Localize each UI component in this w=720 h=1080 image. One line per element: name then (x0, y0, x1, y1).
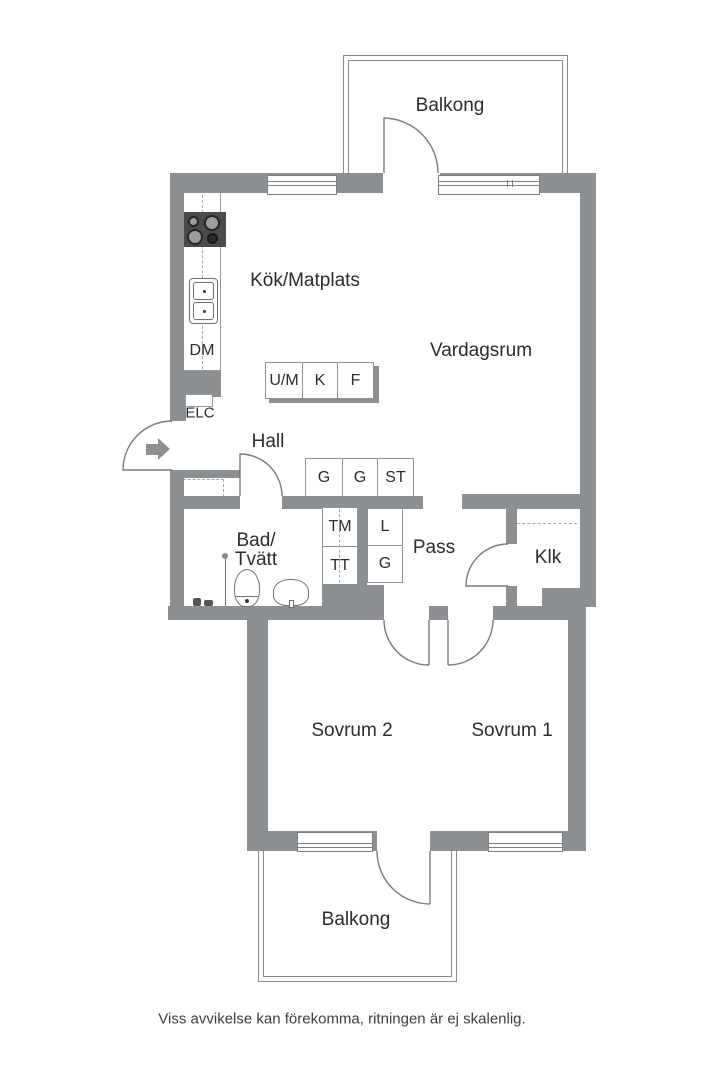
wall-klk-jamb-top (506, 509, 517, 544)
window-divider (507, 180, 513, 187)
cabinet-label: G (353, 468, 367, 486)
cabinet-wardrobe-1: G (305, 458, 343, 497)
electrical-cabinet-box (185, 394, 213, 407)
cabinet-wardrobe-3: G (367, 545, 403, 583)
window-glass-line (489, 847, 562, 848)
cabinet-dryer: TT (322, 546, 358, 585)
wall-laundry-strip (357, 496, 367, 588)
opening-balcony-door-bottom (377, 831, 430, 851)
label-electrical: ELC (185, 404, 215, 422)
toilet-seat-line (236, 596, 258, 597)
cabinet-fridge: K (302, 362, 338, 399)
burner-icon (204, 215, 220, 231)
cabinet-label: L (380, 518, 390, 535)
room-label-bedroom2: Sovrum 2 (311, 720, 393, 741)
sink-bowl (193, 282, 214, 300)
door-arc-klk (465, 543, 509, 587)
cabinet-linen: L (367, 508, 403, 546)
opening-balcony-door-top (383, 173, 440, 193)
sink-bowl (193, 302, 214, 320)
window-bedroom2 (297, 832, 373, 852)
entrance-arrow-shaft (146, 444, 158, 455)
wall-bath-bottom (168, 606, 384, 620)
window-glass-line (439, 185, 539, 186)
wall-right-lower (568, 588, 586, 851)
cabinet-washing-machine: TM (322, 507, 358, 547)
cabinet-label: U/M (269, 371, 299, 389)
cabinet-label: G (378, 555, 392, 572)
room-label-balcony-top: Balkong (415, 95, 485, 116)
wall-bedroom-door-stub (429, 606, 448, 620)
wall-right-upper (580, 173, 596, 607)
laundry-centerline (339, 509, 340, 583)
wall-bath-top-left (170, 496, 240, 509)
cabinet-label: F (350, 371, 361, 389)
room-label-hall: Hall (251, 431, 285, 452)
window-glass-line (298, 843, 372, 844)
toilet-icon (234, 569, 260, 607)
cabinet-cleaning: ST (377, 458, 414, 497)
tap-icon (204, 600, 213, 606)
sink-icon (189, 278, 218, 324)
cabinet-label: G (317, 468, 331, 486)
wall-left-lower (170, 470, 184, 620)
room-label-livingroom: Vardagsrum (429, 340, 533, 361)
drain-dot (203, 310, 206, 313)
room-label-bath-line1: Bad/ (236, 530, 276, 551)
cabinet-freezer: F (337, 362, 374, 399)
washbasin-icon (273, 579, 309, 608)
burner-icon (188, 216, 199, 227)
door-arc-bathroom (239, 453, 283, 497)
disclaimer-text: Viss avvikelse kan förekomma, ritningen … (158, 1010, 526, 1028)
floor-drain-icon (193, 598, 201, 606)
cabinet-wardrobe-2: G (342, 458, 378, 497)
wall-pass-top (462, 494, 596, 509)
drain-dot (203, 290, 206, 293)
window-bedroom1 (488, 832, 563, 852)
window-glass-line (489, 843, 562, 844)
room-label-bath-line2: Tvätt (234, 549, 278, 570)
cabinet-label: ST (385, 468, 406, 486)
room-label-balcony-bottom: Balkong (321, 909, 391, 930)
shower-rail-icon (225, 559, 226, 606)
room-label-kitchen: Kök/Matplats (250, 270, 360, 291)
burner-icon (207, 233, 218, 244)
wall-pass-bottom (493, 606, 586, 620)
stove-icon (184, 212, 226, 247)
shower-head-icon (222, 553, 228, 559)
window-glass-line (298, 847, 372, 848)
label-dishwasher: DM (189, 342, 215, 359)
room-label-klk: Klk (534, 547, 562, 568)
burner-icon (187, 229, 203, 245)
window-glass-line (268, 181, 336, 182)
hall-closet-dashed (183, 479, 224, 497)
wall-klk-jamb-bottom (506, 586, 517, 607)
wall-kitchen-stub (184, 370, 221, 397)
wall-bedroom2-left (247, 606, 268, 851)
klk-rail-dashed (517, 523, 577, 524)
window-glass-line (268, 185, 336, 186)
window-livingroom (438, 175, 540, 195)
cabinet-oven-microwave: U/M (265, 362, 303, 399)
cabinet-label: K (314, 371, 326, 389)
room-label-bedroom1: Sovrum 1 (471, 720, 553, 741)
washbasin-tap (289, 600, 294, 608)
window-glass-line (439, 181, 539, 182)
room-label-pass: Pass (412, 537, 456, 558)
wall-hall-closet-top (170, 470, 240, 478)
wall-bath-top-right (282, 496, 423, 509)
door-arc-bedroom1 (447, 619, 494, 666)
toilet-flush-dot (245, 599, 249, 603)
wall-left-upper (170, 193, 186, 421)
entrance-arrow-icon (158, 438, 170, 460)
door-arc-bedroom2 (383, 619, 430, 666)
window-kitchen (267, 175, 337, 195)
